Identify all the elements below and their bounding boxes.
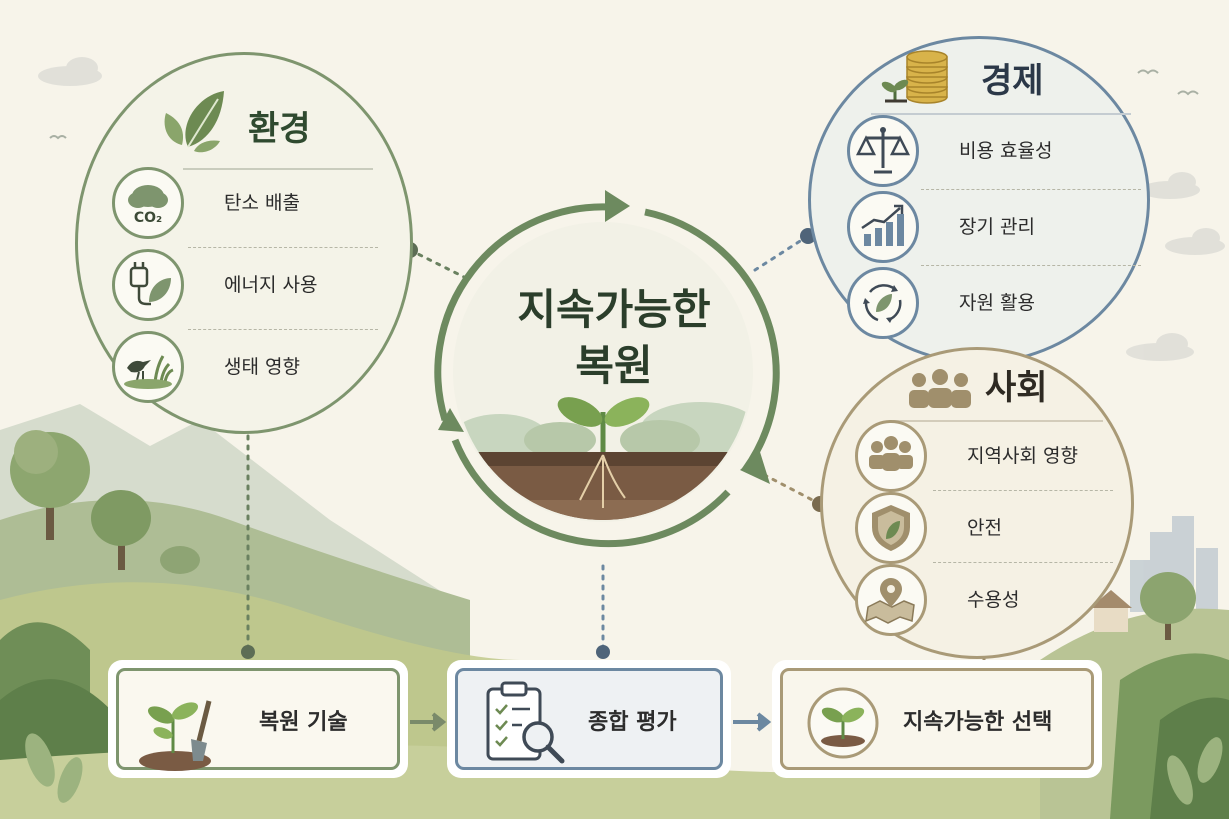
cloud-icon — [38, 57, 1225, 361]
economy-item-label: 비용 효율성 — [959, 140, 1053, 162]
clipboard-magnifier-icon — [486, 681, 565, 764]
balance-scale-icon — [847, 115, 919, 187]
bird-grass-icon — [112, 331, 184, 403]
economy-bubble: 경제 비용 효율성 장기 관리 — [808, 36, 1150, 364]
society-bubble: 사회 지역사회 영향 안전 — [820, 347, 1134, 659]
community-icon — [855, 420, 927, 492]
flow-step-label: 종합 평가 — [588, 710, 677, 735]
flow-step-label: 지속가능한 선택 — [903, 710, 1053, 735]
plug-leaf-icon — [112, 249, 184, 321]
society-title: 사회 — [985, 368, 1048, 408]
flow-step-label: 복원 기술 — [259, 710, 348, 735]
environment-bubble: 환경 CO₂ 탄소 배출 에너지 사용 — [75, 52, 413, 434]
foliage — [25, 733, 1223, 805]
cycle-ring — [434, 190, 780, 548]
tree-icon — [10, 430, 200, 574]
sprout-icon — [557, 397, 650, 508]
economy-title: 경제 — [981, 61, 1044, 101]
sprout-shovel-icon — [139, 700, 212, 771]
flow-step-sustainable-choice: 지속가능한 선택 — [772, 660, 1102, 778]
environment-title-rule — [183, 168, 373, 170]
arrow-right-icon — [410, 712, 447, 732]
environment-title: 환경 — [248, 109, 311, 149]
coins-sprout-icon — [881, 50, 948, 104]
recycle-leaf-icon — [847, 267, 919, 339]
center-title-line1: 지속가능한 — [517, 285, 711, 334]
house-icon — [1090, 590, 1132, 632]
society-item-label: 안전 — [967, 517, 1002, 539]
map-pin-icon — [855, 564, 927, 636]
flow-step-restoration-tech: 복원 기술 — [108, 660, 408, 778]
environment-item-label: 생태 영향 — [224, 356, 300, 378]
economy-item-label: 자원 활용 — [959, 292, 1035, 314]
tree-icon — [1140, 572, 1196, 640]
growth-chart-icon — [847, 191, 919, 263]
leaf-icon — [164, 91, 224, 153]
birds — [49, 69, 1199, 140]
society-title-rule — [893, 420, 1103, 422]
sprout-icon — [807, 687, 879, 759]
environment-item-label: 에너지 사용 — [224, 274, 318, 296]
society-item-label: 수용성 — [967, 589, 1020, 611]
arrow-right-icon — [733, 712, 772, 732]
people-group-icon — [909, 369, 971, 408]
center-title: 지속가능한 복원 — [468, 282, 760, 394]
center-title-line2: 복원 — [575, 341, 653, 390]
economy-title-rule — [871, 113, 1131, 115]
co2-cloud-icon: CO₂ — [112, 167, 184, 239]
environment-item-label: 탄소 배출 — [224, 192, 300, 214]
economy-item-label: 장기 관리 — [959, 216, 1035, 238]
co2-label: CO₂ — [134, 210, 162, 226]
shield-leaf-icon — [855, 492, 927, 564]
society-item-label: 지역사회 영향 — [967, 445, 1078, 467]
flow-step-assessment: 종합 평가 — [447, 660, 731, 778]
